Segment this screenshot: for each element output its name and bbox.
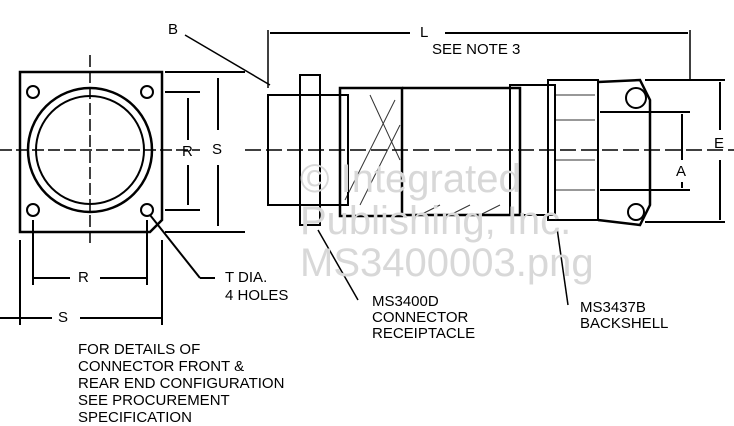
- watermark-line: Publishing, Inc.: [300, 199, 572, 243]
- connector-part-number: MS3400D: [372, 293, 439, 310]
- label-b: B: [168, 21, 179, 38]
- label-connector: MS3400D CONNECTOR RECEIPTACLE: [372, 294, 475, 342]
- label-l: L: [420, 24, 429, 41]
- side-view: [184, 30, 734, 306]
- label-see-note: SEE NOTE 3: [432, 41, 521, 58]
- note-line: REAR END CONFIGURATION: [78, 375, 285, 392]
- label-s-horizontal: S: [58, 309, 69, 326]
- note-text: FOR DETAILS OF CONNECTOR FRONT & REAR EN…: [78, 341, 284, 426]
- label-r-horizontal: R: [78, 269, 89, 286]
- label-a: A: [676, 163, 687, 180]
- front-view: [0, 55, 245, 325]
- watermark: © Integrated Publishing, Inc. MS3400003.…: [300, 158, 594, 284]
- backshell-text: BACKSHELL: [580, 315, 669, 332]
- label-4-holes: 4 HOLES: [225, 287, 289, 304]
- connector-text: RECEIPTACLE: [372, 325, 476, 342]
- label-backshell: MS3437B BACKSHELL: [580, 300, 668, 332]
- note-line: FOR DETAILS OF: [78, 341, 201, 358]
- watermark-line: © Integrated: [300, 157, 521, 201]
- watermark-line: MS3400003.png: [300, 241, 594, 285]
- label-e: E: [714, 135, 725, 152]
- note-line: SEE PROCUREMENT: [78, 392, 230, 409]
- backshell-part-number: MS3437B: [580, 299, 646, 316]
- connector-text: CONNECTOR: [372, 309, 469, 326]
- label-t-dia: T DIA.: [225, 269, 268, 286]
- label-r-vertical: R: [182, 143, 193, 160]
- note-line: SPECIFICATION: [78, 409, 192, 426]
- label-s-vertical: S: [212, 141, 223, 158]
- note-line: CONNECTOR FRONT &: [78, 358, 245, 375]
